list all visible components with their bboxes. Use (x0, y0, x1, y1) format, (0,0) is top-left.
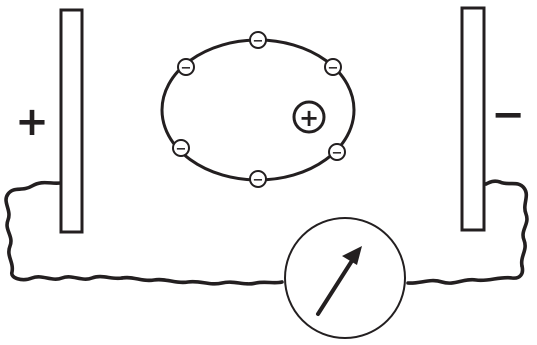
circuit-wire (6, 181, 527, 284)
electron: − (173, 140, 189, 157)
svg-text:−: − (328, 61, 339, 76)
svg-text:−: − (176, 142, 187, 157)
electron: − (178, 59, 194, 76)
right-plate-polarity-label: − (491, 92, 525, 138)
right-plate (462, 8, 484, 230)
svg-text:−: − (181, 61, 192, 76)
wire-bottom-left-run (122, 278, 282, 284)
svg-text:−: − (332, 146, 343, 161)
wire-right-plate-lead (486, 181, 527, 266)
electron: − (250, 171, 266, 188)
electron: − (325, 59, 341, 76)
svg-text:−: − (253, 34, 264, 49)
wire-bottom-right-run (408, 266, 523, 283)
left-plate-polarity-label: + (15, 99, 49, 145)
galvanometer-icon (285, 218, 405, 338)
left-plate (61, 10, 82, 232)
electron: − (329, 144, 345, 161)
nucleus-charge-label: + (299, 104, 319, 132)
electron: − (250, 32, 266, 49)
svg-text:−: − (253, 173, 264, 188)
nucleus: + (294, 102, 324, 132)
